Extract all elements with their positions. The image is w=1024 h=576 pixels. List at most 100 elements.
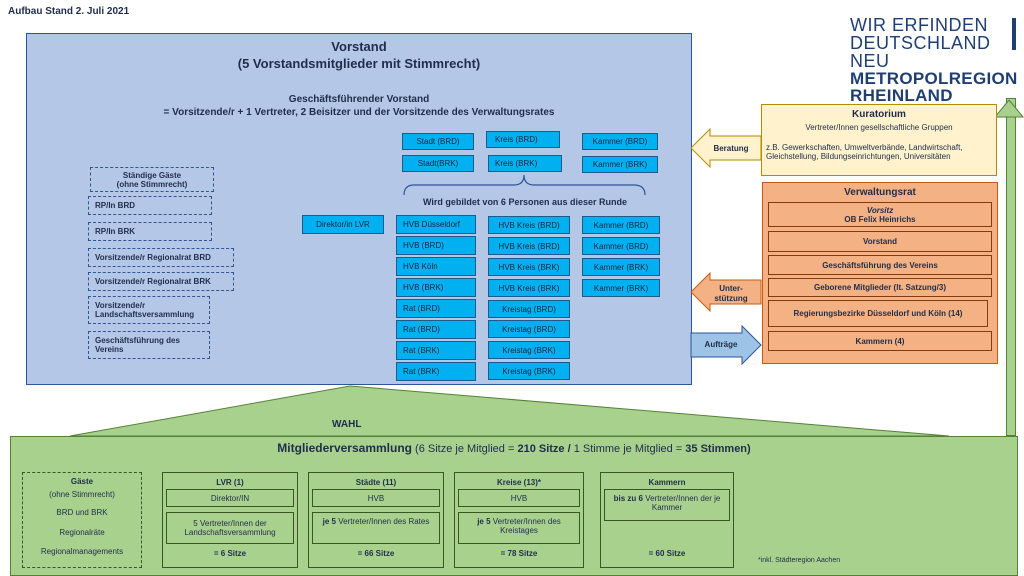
verwaltungsrat-title: Verwaltungsrat xyxy=(844,187,916,198)
mv-lvr-row1: Direktor/IN xyxy=(166,489,294,507)
gast-item: RP/In BRK xyxy=(88,222,212,241)
col1-box: HVB (BRK) xyxy=(396,278,476,297)
vr-item: Geborene Mitglieder (lt. Satzung/3) xyxy=(768,278,992,297)
col3-box: Kammer (BRD) xyxy=(582,216,660,234)
mv-gaeste-box: Gäste (ohne Stimmrecht) BRD und BRK Regi… xyxy=(22,472,142,568)
mv-staedte-row2-a: je 5 xyxy=(322,517,336,526)
mv-kreise-row2-b: Vertreter/Innen des Kreistages xyxy=(490,517,561,535)
col1-box: Rat (BRD) xyxy=(396,320,476,339)
col2-box: Kreistag (BRK) xyxy=(488,362,570,380)
logo-line4: RHEINLAND xyxy=(850,86,953,105)
kuratorium-box: Kuratorium Vertreter/Innen gesellschaftl… xyxy=(761,104,997,176)
mv-title-text: Mitgliederversammlung xyxy=(277,441,412,455)
mv-kammern-title: Kammern xyxy=(648,478,686,487)
mv-sub-a: (6 Sitze je Mitglied = xyxy=(411,443,518,455)
wahl-triangle-icon xyxy=(70,385,950,437)
col2-box: HVB Kreis (BRD) xyxy=(488,216,570,234)
unterstuetzung-line2: stützung xyxy=(714,294,748,303)
mv-staedte-row2-b: Vertreter/Innen des Rates xyxy=(335,517,430,526)
logo-mark xyxy=(1012,18,1016,50)
logo-line2: DEUTSCHLAND NEU xyxy=(850,33,991,71)
gaeste-subtitle: (ohne Stimmrecht) xyxy=(116,179,188,189)
logo-line3: METROPOLREGION xyxy=(850,69,1018,88)
vorsitz-box: Vorsitz OB Felix Heinrichs xyxy=(768,202,992,227)
mv-kammern-row1-a: bis zu 6 xyxy=(613,494,643,503)
unterstuetzung-arrow-icon xyxy=(690,272,762,312)
mv-kreise-row2-a: je 5 xyxy=(477,517,491,526)
vorsitz-label: Vorsitz xyxy=(866,205,894,215)
gast-item: Geschäftsführung des Vereins xyxy=(88,331,210,359)
connector-bar xyxy=(1006,98,1016,436)
col3-box: Kammer (BRK) xyxy=(582,279,660,297)
brace-icon xyxy=(403,174,646,196)
unterstuetzung-line1: Unter- xyxy=(719,284,743,293)
mv-lvr-title: LVR (1) xyxy=(216,478,244,487)
vorstand-title: Vorstand (5 Vorstandsmitglieder mit Stim… xyxy=(26,38,692,72)
gaeste-title: Ständige Gäste xyxy=(122,170,182,180)
connector-arrow-icon xyxy=(995,100,1024,118)
auftraege-label: Aufträge xyxy=(704,340,738,349)
auftraege-arrow-icon xyxy=(690,325,762,365)
kuratorium-text: z.B. Gewerkschaften, Umweltverbände, Lan… xyxy=(766,142,963,162)
vr-item: Vorstand xyxy=(768,231,992,252)
mv-kreise-sum: = 78 Sitze xyxy=(500,549,538,559)
col2-box: Kreistag (BRD) xyxy=(488,300,570,318)
top-box-kammer-brd: Kammer (BRD) xyxy=(582,133,658,150)
gast-item: Vorsitzende/r Regionalrat BRD xyxy=(88,248,234,267)
col2-box: Kreistag (BRD) xyxy=(488,320,570,338)
mv-lvr-row2: 5 Vertreter/Innen der Landschaftsversamm… xyxy=(166,512,294,544)
logo-line1: WIR ERFINDEN xyxy=(850,15,988,35)
mv-staedte-sum: = 66 Sitze xyxy=(357,549,395,559)
vr-item: Geschäftsführung des Vereins xyxy=(768,255,992,275)
direktor-lvr-box: Direktor/in LVR xyxy=(302,215,384,234)
col1-box: Rat (BRK) xyxy=(396,341,476,360)
vorstand-subtitle: (5 Vorstandsmitglieder mit Stimmrecht) xyxy=(237,56,481,71)
mv-gaeste-item: Regionalmanagements xyxy=(40,547,124,557)
col1-box: HVB (BRD) xyxy=(396,236,476,255)
gast-item: Vorsitzende/r Regionalrat BRK xyxy=(88,272,234,291)
mv-staedte-row2: je 5 Vertreter/Innen des Rates xyxy=(312,512,440,544)
beratung-label: Beratung xyxy=(713,144,749,153)
top-box-stadt-brd: Stadt (BRD) xyxy=(402,133,474,150)
staendige-gaeste-header: Ständige Gäste (ohne Stimmrecht) xyxy=(90,167,214,192)
top-box-kammer-brk: Kammer (BRK) xyxy=(582,156,658,173)
mv-kreise-title: Kreise (13)* xyxy=(496,478,542,487)
unterstuetzung-label: Unter- stützung xyxy=(706,284,756,304)
top-box-stadt-brk: Stadt(BRK) xyxy=(402,155,474,172)
mv-gaeste-item: Regionalräte xyxy=(59,527,105,537)
mv-kreise-row2: je 5 Vertreter/Innen des Kreistages xyxy=(458,512,580,544)
col1-box: HVB Köln xyxy=(396,257,476,276)
mv-sub-c: 1 Stimme je Mitglied = xyxy=(570,443,686,455)
mv-sub-d: 35 Stimmen) xyxy=(685,443,751,455)
mv-kammern-row1-b: Vertreter/Innen der je Kammer xyxy=(642,494,721,512)
mv-gaeste-subtitle: (ohne Stimmrecht) xyxy=(49,489,115,499)
gast-item: RP/In BRD xyxy=(88,196,212,215)
kuratorium-subtitle: Vertreter/Innen gesellschaftliche Gruppe… xyxy=(805,123,953,132)
mv-gaeste-title: Gäste xyxy=(70,477,94,486)
col2-box: HVB Kreis (BRD) xyxy=(488,237,570,255)
mv-gaeste-item: BRD und BRK xyxy=(56,508,108,518)
wahl-label: WAHL xyxy=(332,419,362,430)
col3-box: Kammer (BRK) xyxy=(582,258,660,276)
col2-box: HVB Kreis (BRK) xyxy=(488,258,570,276)
col2-box: Kreistag (BRK) xyxy=(488,341,570,359)
col2-box: HVB Kreis (BRK) xyxy=(488,279,570,297)
gf-title-text: Geschäftsführender Vorstand xyxy=(288,94,430,105)
col1-box: HVB Düsseldorf xyxy=(396,215,476,234)
gf-vorstand-title: Geschäftsführender Vorstand = Vorsitzend… xyxy=(26,93,692,119)
col3-box: Kammer (BRD) xyxy=(582,237,660,255)
mv-sub-b: 210 Sitze / xyxy=(517,443,571,455)
mv-kammern-sum: = 60 Sitze xyxy=(648,549,686,559)
stand-date: Aufbau Stand 2. Juli 2021 xyxy=(8,6,130,17)
mv-lvr-sum: = 6 Sitze xyxy=(213,549,247,559)
vorsitz-name: OB Felix Heinrichs xyxy=(844,214,916,224)
logo: WIR ERFINDEN DEUTSCHLAND NEU METROPOLREG… xyxy=(850,15,1018,105)
mv-kreise-row1: HVB xyxy=(458,489,580,507)
mv-staedte-row1: HVB xyxy=(312,489,440,507)
gebildet-label: Wird gebildet von 6 Personen aus dieser … xyxy=(423,197,627,207)
mv-staedte-title: Städte (11) xyxy=(355,478,397,487)
mv-footnote: *inkl. Städteregion Aachen xyxy=(758,557,841,564)
gf-subtitle: = Vorsitzende/r + 1 Vertreter, 2 Beisitz… xyxy=(163,107,555,118)
gast-item: Vorsitzende/r Landschaftsversammlung xyxy=(88,296,210,324)
vorstand-title-text: Vorstand xyxy=(331,39,387,54)
